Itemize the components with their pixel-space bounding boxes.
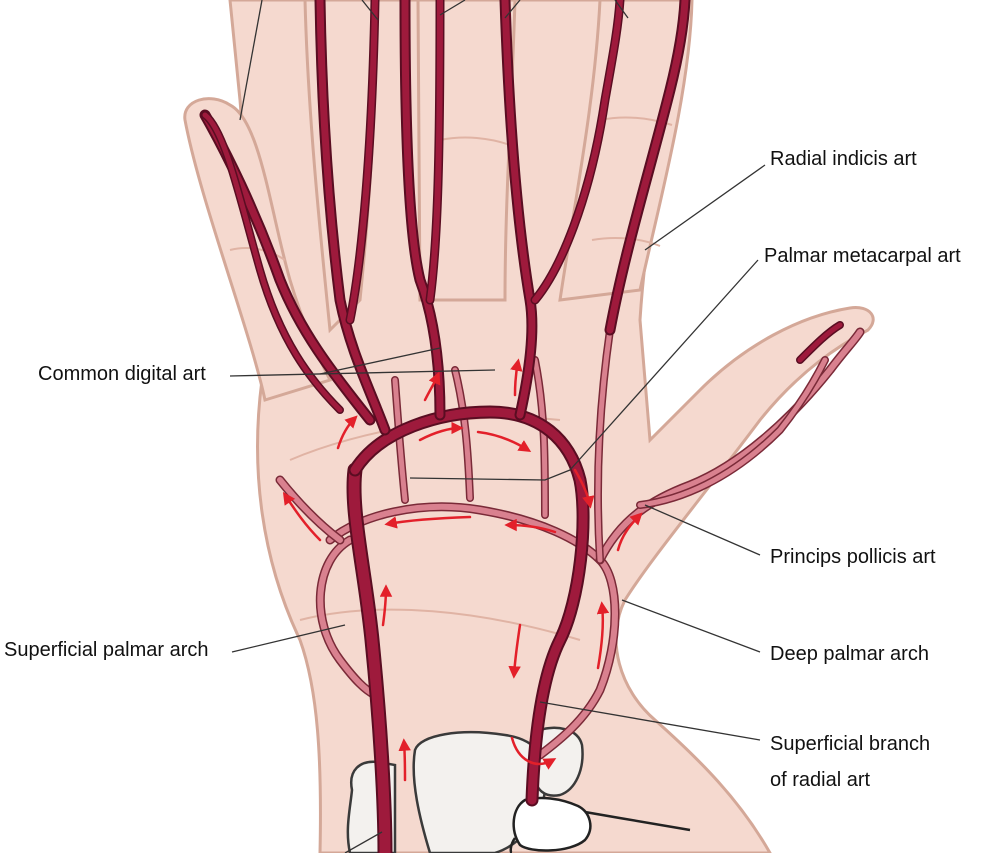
leader-line-top-4: [504, 0, 521, 19]
arrow-icon: [336, 415, 358, 450]
label-superficial-branch-line1: Superficial branch: [770, 733, 930, 755]
radial-indicis-art-deep: [595, 327, 613, 563]
label-superficial-palmar-arch: Superficial palmar arch: [4, 639, 209, 661]
arrow-icon: [282, 491, 322, 542]
arrow-icon: [398, 738, 411, 782]
label-common-digital-art: Common digital art: [38, 363, 206, 385]
leader-line-top-2: [361, 0, 379, 21]
leader-line-deep-arch: [621, 599, 761, 653]
label-palmar-metacarpal-art: Palmar metacarpal art: [764, 245, 961, 267]
index-finger: [558, 0, 694, 302]
index-branch: [532, 0, 623, 303]
arrow-icon: [379, 584, 393, 627]
leader-line-superficial-branch: [539, 701, 761, 741]
middle-finger-branch: [427, 0, 443, 303]
label-superficial-branch-line2: of radial art: [770, 769, 870, 791]
palm-crease-2: [299, 608, 581, 641]
arrow-icon: [418, 421, 464, 442]
arrow-icon: [510, 358, 523, 397]
common-digital-art-ring: [316, 0, 389, 434]
label-radial-indicis-art: Radial indicis art: [770, 148, 917, 170]
little-finger-artery-2: [202, 112, 343, 413]
superficial-palmar-arch-loop: [317, 537, 378, 698]
palmar-metacarpal-art-2: [452, 367, 473, 501]
finger-crease-2: [439, 136, 511, 146]
arrow-icon: [596, 601, 610, 670]
labels: Radial indicis art Palmar metacarpal art…: [4, 148, 961, 791]
leader-line-top-5: [614, 0, 629, 19]
arrow-icon: [616, 512, 643, 552]
label-princeps-pollicis-art: Princips pollicis art: [770, 546, 936, 568]
ring-finger-branch: [347, 0, 378, 323]
arrow-icon: [510, 736, 557, 770]
hand-silhouette: [183, 0, 875, 853]
leader-line-common-digital: [229, 369, 496, 377]
arrow-icon: [476, 430, 532, 452]
leader-lines: [229, 0, 766, 853]
leader-line-princeps: [644, 504, 761, 556]
examiner-thumb: [512, 796, 592, 852]
thumb-artery: [797, 322, 843, 363]
leader-line-palmar-metacarpal: [569, 259, 759, 471]
arrow-icon: [508, 623, 522, 679]
examiner-hand-outline: [584, 810, 691, 832]
ulnar-artery: [348, 464, 391, 853]
common-digital-art-middle: [401, 0, 444, 419]
finger-crease-1: [229, 247, 286, 261]
palmar-metacarpal-art-3: [532, 357, 548, 518]
superficial-arteries: [199, 0, 844, 853]
label-deep-palmar-arch: Deep palmar arch: [770, 643, 929, 665]
arrow-icon: [384, 515, 472, 529]
leader-line-top-1: [239, 0, 263, 121]
leader-line-palmar-metacarpal-2: [409, 469, 571, 481]
arrow-icon: [423, 371, 441, 402]
leader-line-common-digital-2: [319, 347, 441, 375]
leader-line-top-3: [439, 0, 466, 16]
arrow-icon: [573, 468, 595, 509]
arrow-icon: [504, 518, 557, 534]
leader-line-bottom: [344, 831, 383, 853]
common-digital-art-index: [501, 0, 536, 419]
deep-arteries: [275, 326, 865, 760]
flow-arrows: [282, 358, 643, 782]
radial-indicis-art: [606, 0, 689, 334]
ulnar-deep-branch: [277, 477, 343, 543]
thumb-branch: [637, 357, 828, 508]
leader-line-superficial-arch: [231, 624, 346, 653]
leader-line-radial-indicis: [644, 164, 766, 251]
